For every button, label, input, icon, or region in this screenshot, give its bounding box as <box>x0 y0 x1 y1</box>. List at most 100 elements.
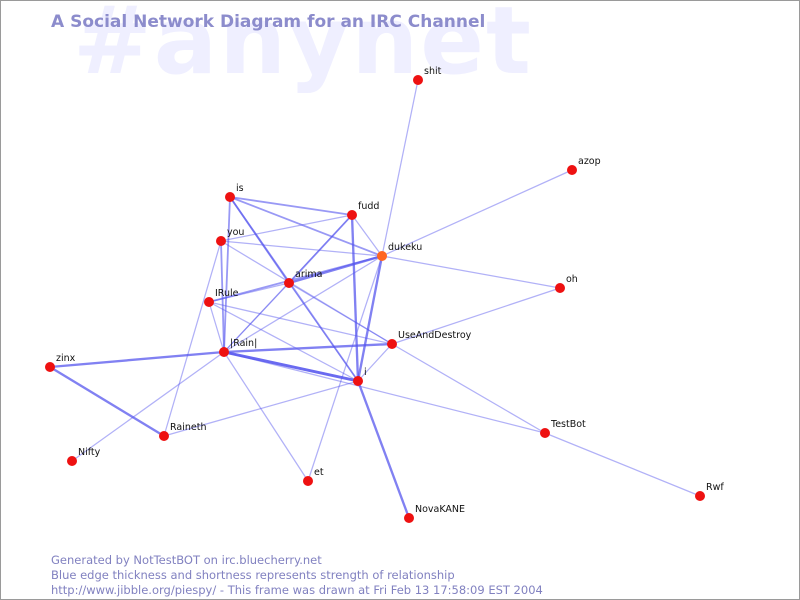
node-i: i <box>353 367 367 386</box>
edge-i-Raineth <box>163 380 359 437</box>
node-shit: shit <box>413 66 442 85</box>
edge-dukeku-Rain <box>223 255 383 353</box>
edge-dukeku-et <box>307 255 383 482</box>
edge-Rain-i <box>223 350 359 383</box>
node-arima: arima <box>284 269 322 288</box>
node-label-zinx: zinx <box>56 353 76 364</box>
edge-is-Rain <box>223 196 231 353</box>
node-label-oh: oh <box>566 274 578 285</box>
node-dot-IRule <box>204 297 214 307</box>
footer-legend-line: Blue edge thickness and shortness repres… <box>51 568 455 582</box>
node-IRule: IRule <box>204 288 239 307</box>
edges-layer <box>49 79 701 519</box>
node-NovaKANE: NovaKANE <box>404 504 465 523</box>
node-dot-Rain <box>219 347 229 357</box>
node-label-Rain: |Rain| <box>230 338 257 349</box>
footer: Generated by NotTestBOT on irc.bluecherr… <box>51 553 543 598</box>
node-label-Raineth: Raineth <box>170 422 206 433</box>
nodes-layer: shit azop is fudd you dukeku arima ohIRuleUseAn… <box>45 66 724 523</box>
node-label-UseAndDestroy: UseAndDestroy <box>398 330 472 341</box>
node-label-Rwf: Rwf <box>706 482 724 493</box>
edge-i-NovaKANE <box>356 380 411 519</box>
edge-Rain-zinx <box>49 350 225 369</box>
edge-shit-dukeku <box>381 79 419 257</box>
node-azop: azop <box>567 156 601 175</box>
node-Rain: |Rain| <box>219 338 257 357</box>
edge-Rain-et <box>223 351 309 482</box>
node-label-et: et <box>314 467 324 478</box>
node-dot-UseAndDestroy <box>387 339 397 349</box>
node-dot-i <box>353 376 363 386</box>
edge-arima-i <box>288 282 359 382</box>
node-label-i: i <box>364 367 367 378</box>
node-dot-Nifty <box>67 456 77 466</box>
node-label-dukeku: dukeku <box>388 242 422 253</box>
node-dot-et <box>303 476 313 486</box>
node-dot-zinx <box>45 362 55 372</box>
edge-TestBot-Rwf <box>544 432 701 497</box>
edge-arima-Rain <box>223 282 290 353</box>
node-dot-shit <box>413 75 423 85</box>
node-dot-NovaKANE <box>404 513 414 523</box>
edge-IRule-UseAndDestroy <box>208 301 393 345</box>
edge-oh-UseAndDestroy <box>391 287 561 345</box>
edge-is-dukeku <box>229 196 383 257</box>
node-Rwf: Rwf <box>695 482 724 501</box>
edge-you-fudd <box>220 214 353 242</box>
node-dot-fudd <box>347 210 357 220</box>
node-is: is <box>225 183 244 202</box>
node-Raineth: Raineth <box>159 422 206 441</box>
node-label-arima: arima <box>295 269 322 280</box>
edge-you-UseAndDestroy <box>220 240 393 345</box>
edge-IRule-i <box>208 301 359 382</box>
edge-you-dukeku <box>220 240 383 257</box>
diagram-title: A Social Network Diagram for an IRC Chan… <box>51 12 486 32</box>
node-dot-you <box>216 236 226 246</box>
edge-dukeku-IRule <box>208 255 383 303</box>
edge-you-Rain <box>220 240 225 353</box>
node-dot-oh <box>555 283 565 293</box>
edge-zinx-Raineth <box>49 365 165 438</box>
node-UseAndDestroy: UseAndDestroy <box>387 330 472 349</box>
footer-generated-line: Generated by NotTestBOT on irc.bluecherr… <box>51 553 322 567</box>
edge-oh-dukeku <box>381 255 561 289</box>
edge-azop-dukeku <box>381 169 573 257</box>
node-dot-Rwf <box>695 491 705 501</box>
node-Nifty: Nifty <box>67 447 101 466</box>
node-dot-is <box>225 192 235 202</box>
node-fudd: fudd <box>347 201 379 220</box>
edge-UseAndDestroy-i <box>357 343 393 382</box>
node-dot-azop <box>567 165 577 175</box>
node-label-you: you <box>227 227 244 238</box>
edge-Rain-Nifty <box>71 351 225 462</box>
node-oh: oh <box>555 274 578 293</box>
edge-arima-UseAndDestroy <box>288 282 393 345</box>
node-label-shit: shit <box>424 66 442 77</box>
edge-is-fudd <box>229 196 353 216</box>
edge-arima-IRule <box>208 282 290 303</box>
edge-you-Raineth <box>163 240 222 437</box>
edge-dukeku-i <box>356 255 384 382</box>
node-label-azop: azop <box>578 156 601 167</box>
node-label-TestBot: TestBot <box>550 419 586 430</box>
node-dot-TestBot <box>540 428 550 438</box>
edge-TestBot-Rain <box>223 351 546 434</box>
edge-UseAndDestroy-Rain <box>223 342 393 354</box>
edge-fudd-dukeku <box>351 214 383 257</box>
edge-fudd-i <box>350 214 360 382</box>
node-dot-Raineth <box>159 431 169 441</box>
node-et: et <box>303 467 324 486</box>
node-label-is: is <box>236 183 244 194</box>
node-zinx: zinx <box>45 353 76 372</box>
edge-UseAndDestroy-TestBot <box>391 343 546 434</box>
edge-IRule-Rain <box>208 301 225 353</box>
node-dot-arima <box>284 278 294 288</box>
node-label-NovaKANE: NovaKANE <box>415 504 465 515</box>
edge-is-i <box>229 196 359 382</box>
node-label-IRule: IRule <box>215 288 239 299</box>
node-label-Nifty: Nifty <box>78 447 101 458</box>
node-label-fudd: fudd <box>358 201 379 212</box>
edge-fudd-arima <box>288 214 353 284</box>
